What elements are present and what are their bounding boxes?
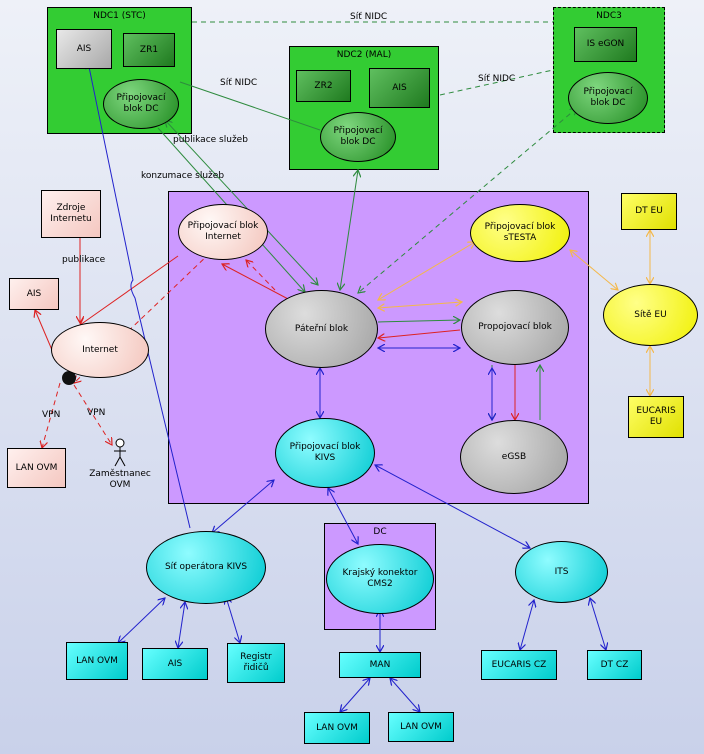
registr-ridicu[interactable]: Registr řidičů [227,643,285,683]
zamestnanec-label: Zaměstnanec OVM [89,469,151,490]
eucaris-eu[interactable]: EUCARIS EU [628,396,684,438]
sit-operatora-kivs[interactable]: Síť operátora KIVS [146,531,266,604]
dt-eu[interactable]: DT EU [621,193,677,230]
eucaris-cz[interactable]: EUCARIS CZ [481,650,557,680]
ndc2-block[interactable]: Připojovací blok DC [320,112,396,162]
ndc2-title: NDC2 (MAL) [336,50,392,60]
man-lan-ovm-2[interactable]: LAN OVM [388,712,454,742]
man[interactable]: MAN [339,652,421,678]
sit-nidc-label-1: Síť NIDC [350,12,388,22]
lan-ovm-internet[interactable]: LAN OVM [7,448,66,488]
publikace-label: publikace [62,255,106,265]
ndc1-zr1[interactable]: ZR1 [123,33,175,67]
ndc1-title: NDC1 (STC) [93,11,146,21]
propojovaci-blok[interactable]: Propojovací blok [461,290,569,365]
sit-nidc-label-3: Síť NIDC [478,74,516,84]
ndc1-ais[interactable]: AIS [56,29,112,69]
ndc1-block[interactable]: Připojovací blok DC [103,79,179,129]
konzumace-sluzeb-label: konzumace služeb [141,171,225,181]
man-lan-ovm-1[interactable]: LAN OVM [304,712,370,744]
vpn-label-1: VPN [42,410,61,420]
pripojovaci-blok-internet[interactable]: Připojovací blok Internet [178,204,268,260]
ndc2-zr2[interactable]: ZR2 [296,70,351,102]
pateri-blok[interactable]: Páteřní blok [265,290,378,368]
internet-node[interactable]: Internet [51,322,149,378]
internet-ais[interactable]: AIS [9,278,59,310]
egsb[interactable]: eGSB [460,420,568,494]
employee-icon [112,438,128,468]
its[interactable]: ITS [515,541,608,603]
sit-nidc-label-2: Síť NIDC [220,78,258,88]
ais-kivs[interactable]: AIS [142,648,208,680]
site-eu[interactable]: Sítě EU [603,284,698,346]
zdroje-internetu[interactable]: Zdroje Internetu [41,190,101,238]
pripojovaci-blok-kivs[interactable]: Připojovací blok KIVS [275,418,375,488]
ndc3-title: NDC3 [596,11,622,21]
krajsky-konektor[interactable]: Krajský konektor CMS2 [326,544,434,614]
lan-ovm-kivs[interactable]: LAN OVM [66,642,128,680]
ndc3-isegon[interactable]: IS eGON [574,27,637,62]
dt-cz[interactable]: DT CZ [587,650,642,680]
ndc2-ais[interactable]: AIS [369,68,430,108]
vpn-label-2: VPN [87,408,106,418]
pripojovaci-blok-stesta[interactable]: Připojovací blok sTESTA [470,204,570,262]
ndc3-block[interactable]: Připojovací blok DC [568,72,648,124]
publikace-sluzeb-label: publikace služeb [173,135,248,145]
